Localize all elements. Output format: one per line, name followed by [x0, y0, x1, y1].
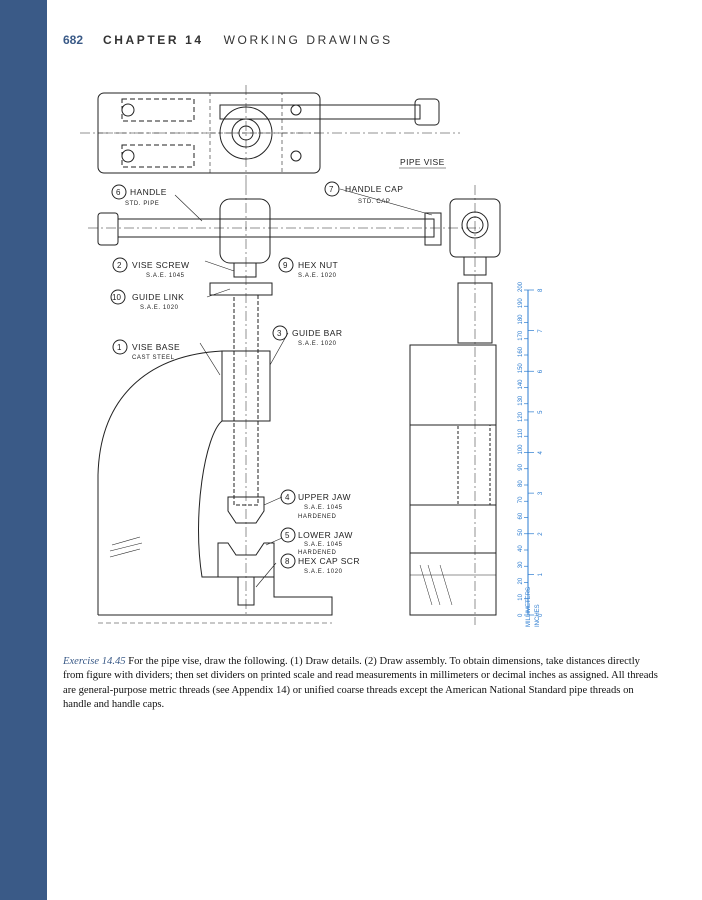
caption-text: For the pipe vise, draw the following. (…: [63, 656, 658, 710]
svg-text:6: 6: [116, 188, 121, 197]
scale-inch-tick-label: 7: [538, 329, 544, 333]
page-number: 682: [63, 33, 84, 47]
chapter-label: CHAPTER 14: [102, 33, 204, 47]
part-label-upper-jaw: UPPER JAW: [298, 492, 351, 502]
scale-inch-tick-label: 5: [538, 410, 544, 414]
svg-text:10: 10: [112, 293, 121, 302]
part-label-vise-screw: VISE SCREW: [132, 260, 189, 270]
scale-mm-tick-label: 140: [518, 379, 524, 390]
section-label: WORKING DRAWINGS: [223, 33, 393, 47]
svg-text:S.A.E. 1045: S.A.E. 1045: [304, 542, 343, 548]
scale-inch-tick-label: 2: [538, 532, 544, 536]
printed-scale: 0102030405060708090100110120130140150160…: [518, 281, 544, 627]
svg-text:CAST STEEL: CAST STEEL: [132, 355, 175, 361]
part-label-guide-bar: GUIDE BAR: [292, 328, 342, 338]
scale-inch-tick-label: 0: [538, 613, 544, 617]
svg-text:S.A.E. 1020: S.A.E. 1020: [140, 305, 179, 311]
svg-text:STD. PIPE: STD. PIPE: [125, 201, 159, 207]
running-head: 682 CHAPTER 14 WORKING DRAWINGS: [63, 33, 393, 47]
scale-mm-tick-label: 170: [518, 330, 524, 341]
figure-caption: Exercise 14.45 For the pipe vise, draw t…: [63, 655, 663, 712]
part-label-hex-cap-screw: HEX CAP SCR: [298, 556, 360, 566]
svg-text:S.A.E. 1045: S.A.E. 1045: [146, 273, 185, 279]
scale-mm-tick-label: 190: [518, 298, 524, 309]
scale-mm-tick-label: 180: [518, 314, 524, 325]
scale-mm-tick-label: 70: [518, 496, 524, 503]
scale-inch-tick-label: 1: [538, 572, 544, 576]
scale-mm-tick-label: 150: [518, 363, 524, 374]
scale-in-label: INCHES: [535, 604, 541, 627]
svg-text:5: 5: [285, 531, 290, 540]
scale-mm-tick-label: 90: [518, 463, 524, 470]
part-label-handle-cap: HANDLE CAP: [345, 184, 403, 194]
svg-text:HARDENED: HARDENED: [298, 550, 337, 556]
scale-mm-tick-label: 200: [518, 281, 524, 292]
top-view: PIPE VISE: [80, 85, 460, 185]
scale-mm-tick-label: 20: [518, 577, 524, 584]
front-view: [88, 185, 480, 624]
scale-mm-tick-label: 120: [518, 411, 524, 422]
scale-mm-tick-label: 30: [518, 561, 524, 568]
svg-text:8: 8: [285, 557, 290, 566]
figure-title: PIPE VISE: [400, 157, 445, 167]
scale-mm-tick-label: 10: [518, 593, 524, 600]
scale-inch-tick-label: 6: [538, 369, 544, 373]
svg-text:STD. CAP: STD. CAP: [358, 199, 390, 205]
scale-mm-tick-label: 100: [518, 444, 524, 455]
svg-text:7: 7: [329, 185, 334, 194]
part-label-hex-nut: HEX NUT: [298, 260, 338, 270]
scale-inch-tick-label: 8: [538, 288, 544, 292]
scale-mm-tick-label: 130: [518, 395, 524, 406]
scale-mm-tick-label: 60: [518, 512, 524, 519]
part-label-lower-jaw: LOWER JAW: [298, 530, 353, 540]
scale-mm-tick-label: 160: [518, 346, 524, 357]
scale-inch-tick-label: 3: [538, 491, 544, 495]
part-label-handle: HANDLE: [130, 187, 167, 197]
scale-mm-tick-label: 0: [518, 613, 524, 617]
svg-text:3: 3: [277, 329, 282, 338]
scale-mm-label: MILLIMETERS: [526, 587, 532, 627]
part-label-vise-base: VISE BASE: [132, 342, 180, 352]
exercise-number: Exercise 14.45: [63, 656, 126, 667]
svg-text:1: 1: [117, 343, 122, 352]
part-callouts: 6 HANDLE STD. PIPE 7 HANDLE CAP STD. CAP…: [110, 181, 403, 575]
scale-mm-tick-label: 110: [518, 428, 524, 438]
scale-mm-tick-label: 40: [518, 545, 524, 552]
scale-mm-tick-label: 50: [518, 528, 524, 535]
svg-text:S.A.E. 1020: S.A.E. 1020: [298, 341, 337, 347]
scale-inch-tick-label: 4: [538, 451, 544, 455]
svg-text:2: 2: [117, 261, 122, 270]
svg-text:HARDENED: HARDENED: [298, 514, 337, 520]
svg-text:S.A.E. 1020: S.A.E. 1020: [304, 569, 343, 575]
svg-text:S.A.E. 1045: S.A.E. 1045: [304, 505, 343, 511]
svg-text:4: 4: [285, 493, 290, 502]
svg-text:S.A.E. 1020: S.A.E. 1020: [298, 273, 337, 279]
book-spine-band: [0, 0, 47, 900]
pipe-vise-drawing: PIPE VISE: [60, 75, 580, 635]
part-label-guide-link: GUIDE LINK: [132, 292, 184, 302]
side-view: [409, 185, 501, 625]
svg-text:9: 9: [283, 261, 288, 270]
scale-mm-tick-label: 80: [518, 480, 524, 487]
